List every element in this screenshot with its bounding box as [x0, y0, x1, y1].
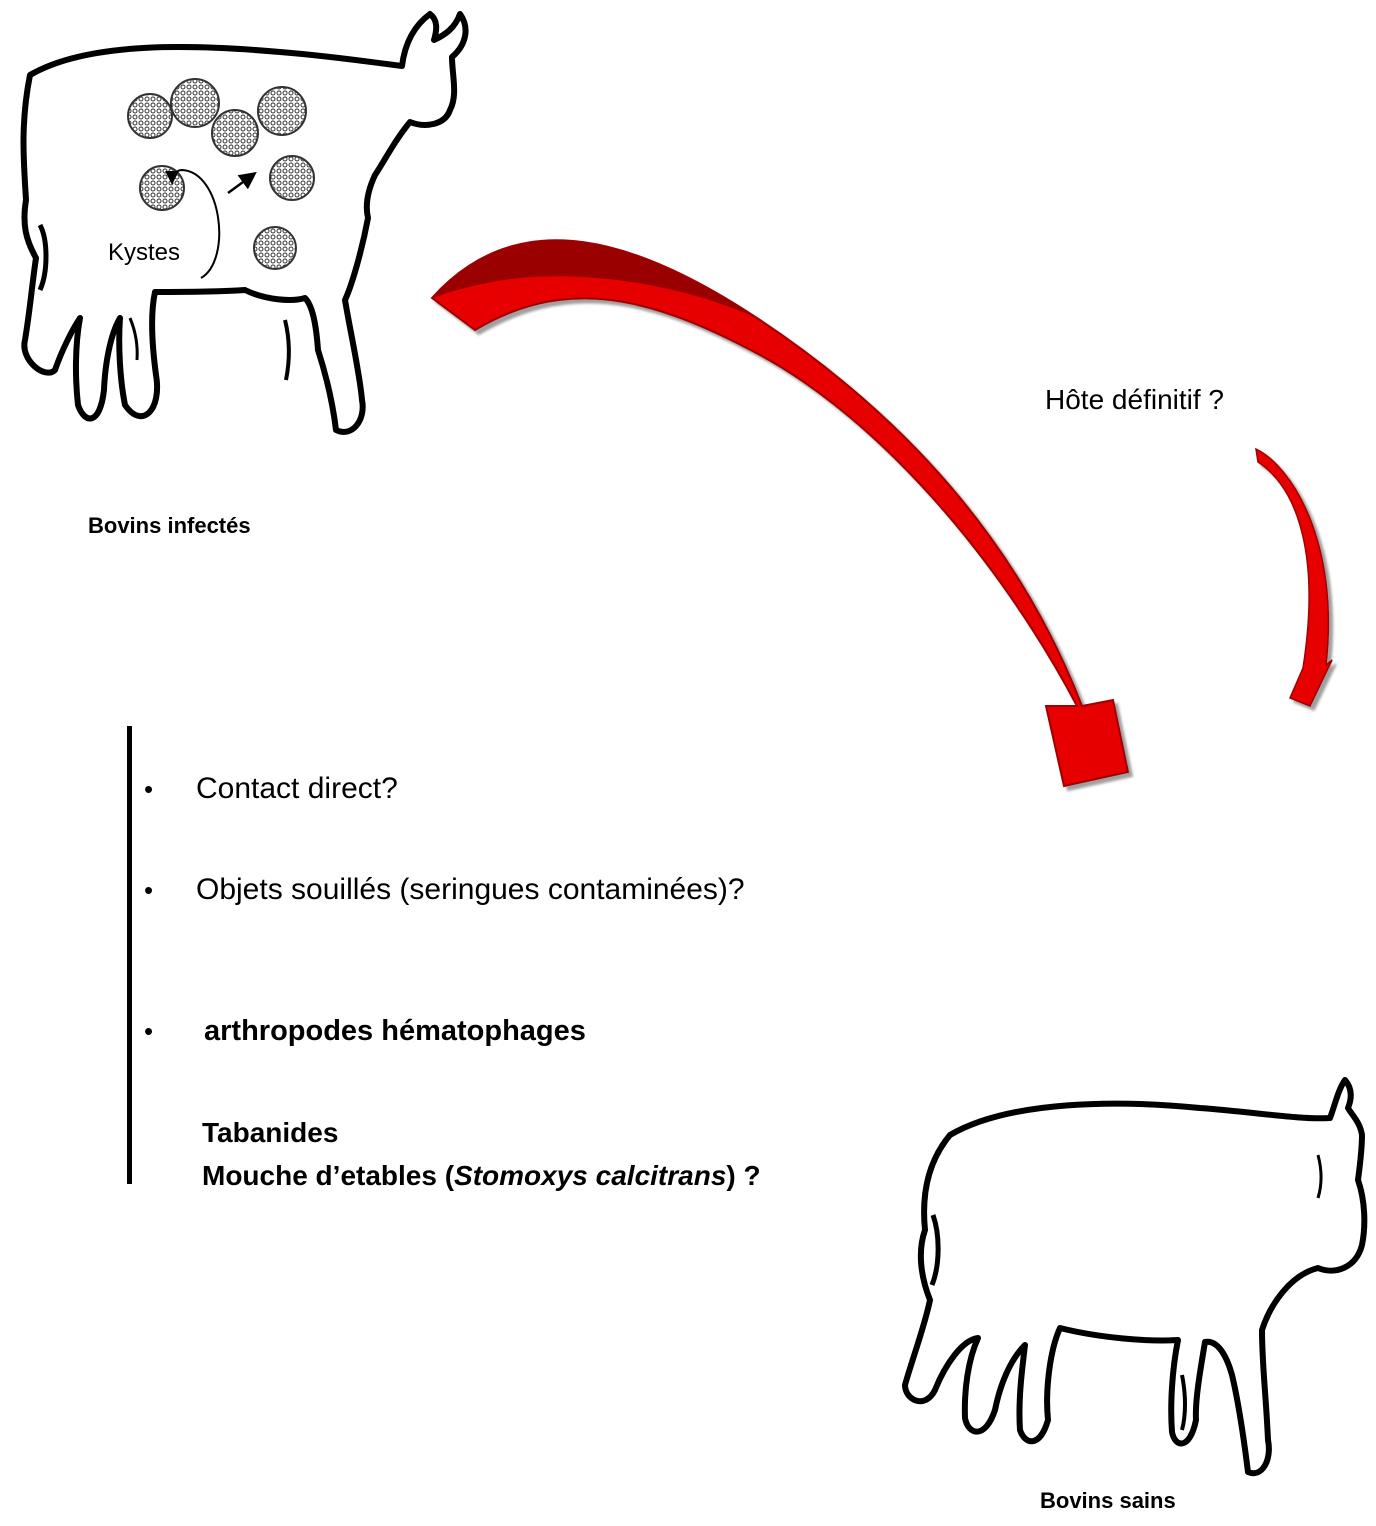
healthy-cow-caption: Bovins sains	[1040, 1488, 1176, 1514]
cyst-icon	[171, 79, 219, 127]
infected-cow-icon	[24, 14, 466, 432]
route-text: arthropodes hématophages	[204, 1015, 586, 1048]
healthy-cow-icon	[905, 1080, 1364, 1473]
cyst-icon	[270, 156, 314, 200]
vector-tabanids: Tabanides	[202, 1117, 338, 1149]
cyst-label: Kystes	[108, 239, 180, 267]
route-item-soiled-objects: • Objets souillés (seringues contaminées…	[144, 873, 745, 907]
vector-prefix: Mouche d’etables (	[202, 1160, 454, 1191]
cyst-icon	[140, 166, 184, 210]
cyst-icon	[254, 227, 296, 269]
route-list-bar	[127, 726, 132, 1184]
infected-cow-caption: Bovins infectés	[88, 513, 251, 539]
bullet-icon: •	[144, 1016, 196, 1047]
bullet-icon: •	[144, 774, 196, 805]
vector-suffix: ) ?	[726, 1160, 760, 1191]
vector-stable-fly: Mouche d’etables (Stomoxys calcitrans) ?	[202, 1160, 761, 1192]
curved-arrow-icon	[432, 240, 1128, 786]
bullet-icon: •	[144, 875, 196, 906]
route-text: Objets souillés (seringues contaminées)?	[196, 873, 745, 907]
curved-arrow-icon	[1256, 449, 1332, 706]
definitive-host-label: Hôte définitif ?	[1045, 384, 1224, 416]
vector-species: Stomoxys calcitrans	[454, 1160, 726, 1191]
route-item-direct-contact: • Contact direct?	[144, 772, 398, 806]
route-item-arthropods: • arthropodes hématophages	[144, 1015, 586, 1048]
route-text: Contact direct?	[196, 772, 398, 806]
cyst-icon	[212, 110, 258, 156]
cyst-icon	[128, 94, 172, 138]
cyst-icon	[258, 87, 306, 135]
